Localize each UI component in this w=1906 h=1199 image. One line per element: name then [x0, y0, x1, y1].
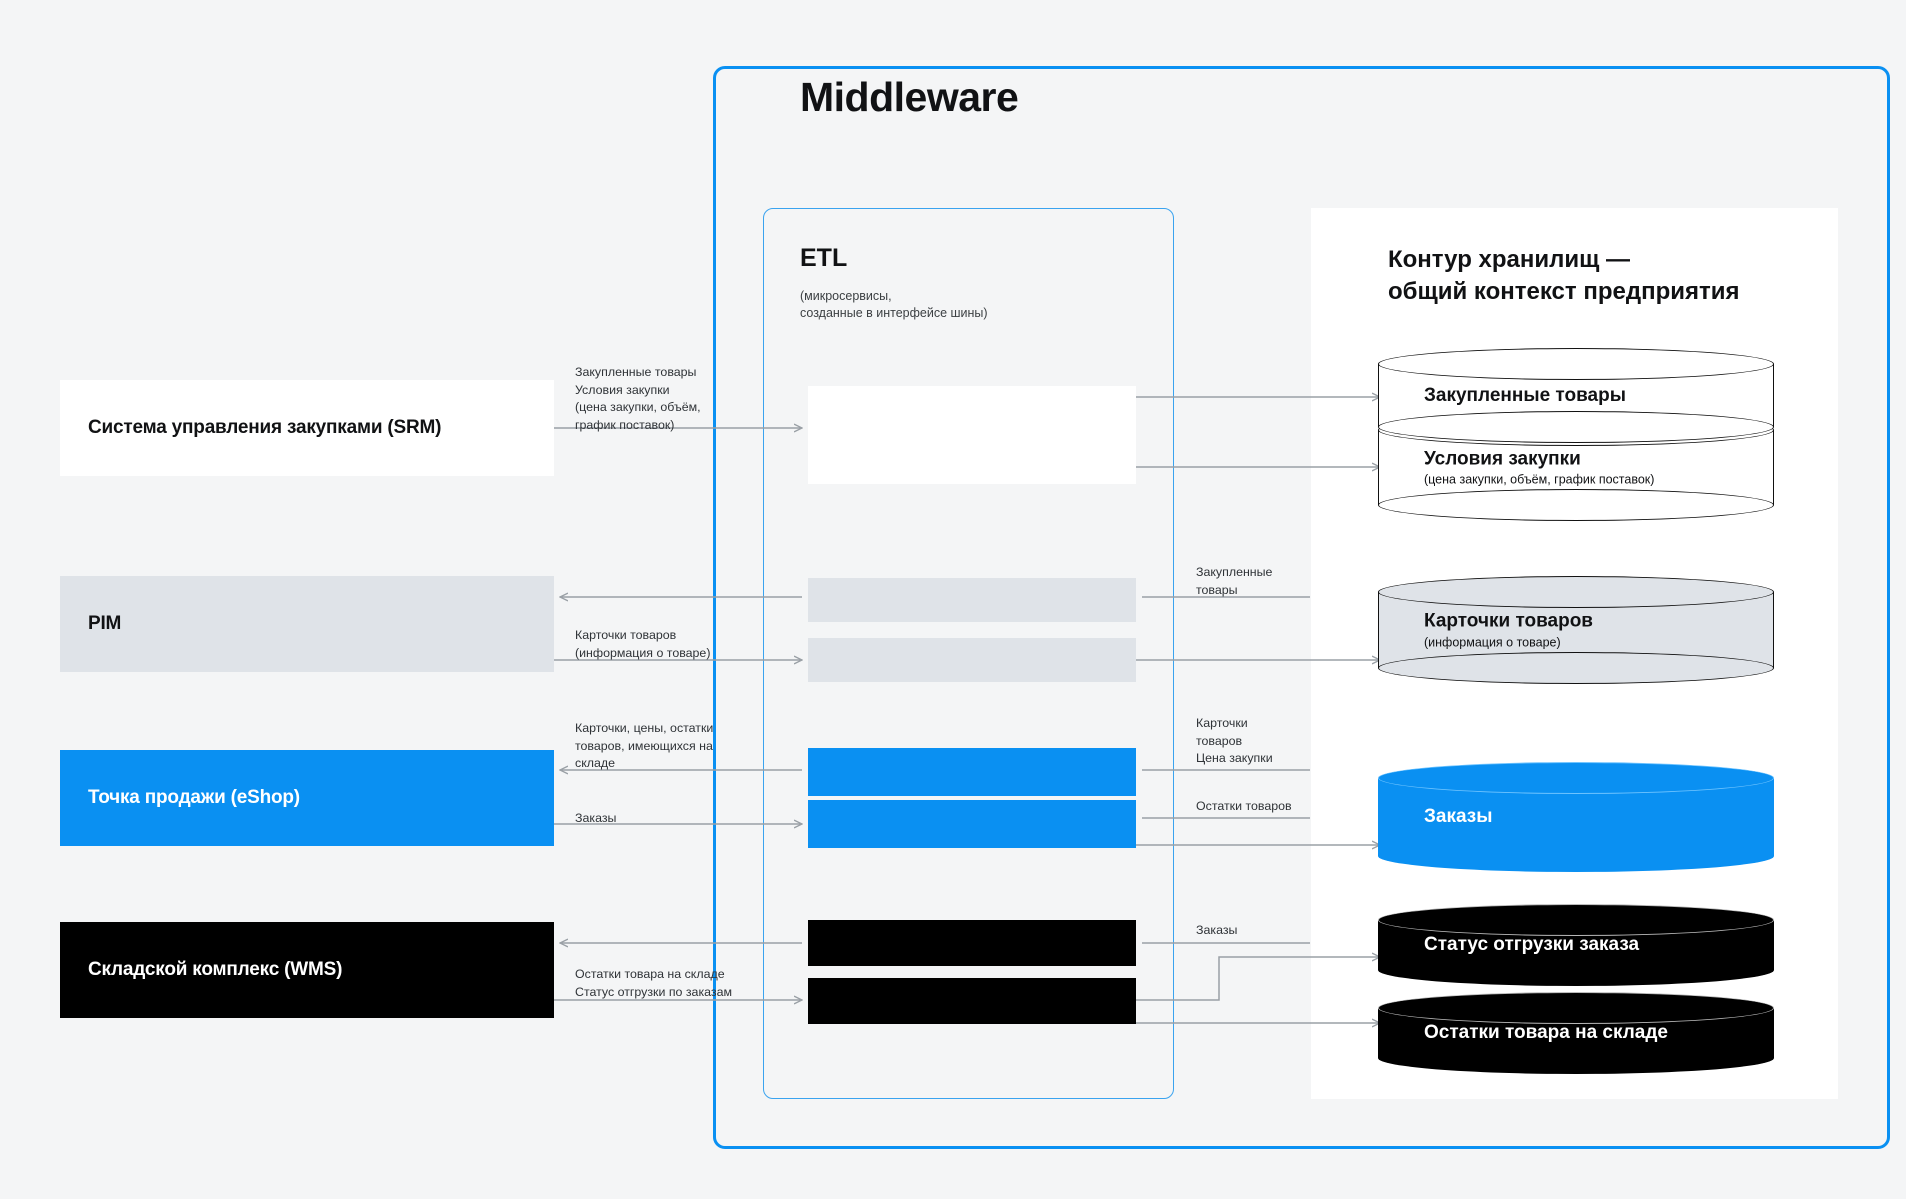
cylinder-bottom — [1378, 411, 1774, 443]
etl-block-pim-out[interactable] — [808, 638, 1136, 682]
etl-block-wms-in[interactable] — [808, 920, 1136, 966]
etl-panel — [763, 208, 1174, 1099]
middleware-title: Middleware — [800, 74, 1019, 120]
connector-label-stock-remains: Остатки товаров — [1196, 799, 1292, 813]
cylinder-bottom — [1378, 1042, 1774, 1074]
storage-cylinder-order-status[interactable]: Статус отгрузки заказа — [1378, 904, 1774, 986]
cylinder-bottom — [1378, 840, 1774, 872]
storage-cylinder-stock-balance[interactable]: Остатки товара на складе — [1378, 992, 1774, 1074]
cylinder-top — [1378, 348, 1774, 380]
connector-label-product-cards-price: Карточки товаров Цена закупки — [1196, 716, 1273, 766]
etl-block-eshop-in[interactable] — [808, 748, 1136, 796]
cylinder-top — [1378, 576, 1774, 608]
connector-label-orders: Заказы — [1196, 923, 1238, 937]
connector-label-eshop-in: Карточки, цены, остатки товаров, имеющих… — [575, 721, 714, 771]
system-box-wms[interactable]: Складской комплекс (WMS) — [60, 922, 554, 1018]
system-box-srm[interactable]: Система управления закупками (SRM) — [60, 380, 554, 476]
storage-cylinder-product-cards[interactable]: Карточки товаров (информация о товаре) — [1378, 576, 1774, 684]
system-box-eshop[interactable]: Точка продажи (eShop) — [60, 750, 554, 846]
cylinder-top — [1378, 992, 1774, 1024]
cylinder-bottom — [1378, 954, 1774, 986]
etl-block-srm[interactable] — [808, 386, 1136, 484]
cylinder-top — [1378, 762, 1774, 794]
storage-contour-title: Контур хранилищ — общий контекст предпри… — [1388, 246, 1740, 305]
system-label-pim: PIM — [88, 613, 122, 634]
system-label-srm: Система управления закупками (SRM) — [88, 417, 442, 438]
cylinder-bottom — [1378, 489, 1774, 521]
etl-title: ETL — [800, 244, 848, 272]
connector-label-eshop-out: Заказы — [575, 811, 617, 825]
storage-cylinder-orders[interactable]: Заказы — [1378, 762, 1774, 872]
connector-label-wms-out: Остатки товара на складе Статус отгрузки… — [575, 967, 732, 999]
etl-block-wms-out[interactable] — [808, 978, 1136, 1024]
storage-cylinder-purchased-goods[interactable]: Закупленные товары — [1378, 348, 1774, 443]
system-box-pim[interactable]: PIM — [60, 576, 554, 672]
connector-label-purchased-goods: Закупленные товары — [1196, 565, 1273, 597]
etl-block-pim-in[interactable] — [808, 578, 1136, 622]
cylinder-bottom — [1378, 652, 1774, 684]
etl-block-eshop-out[interactable] — [808, 800, 1136, 848]
system-label-wms: Складской комплекс (WMS) — [88, 959, 343, 980]
middleware-frame — [713, 66, 1890, 1149]
etl-subtitle: (микросервисы, созданные в интерфейсе ши… — [800, 289, 988, 320]
connector-label-srm-out: Закупленные товары Условия закупки (цена… — [575, 365, 701, 432]
connector-label-pim-out: Карточки товаров (информация о товаре) — [575, 628, 711, 660]
cylinder-top — [1378, 904, 1774, 936]
system-label-eshop: Точка продажи (eShop) — [88, 787, 300, 808]
